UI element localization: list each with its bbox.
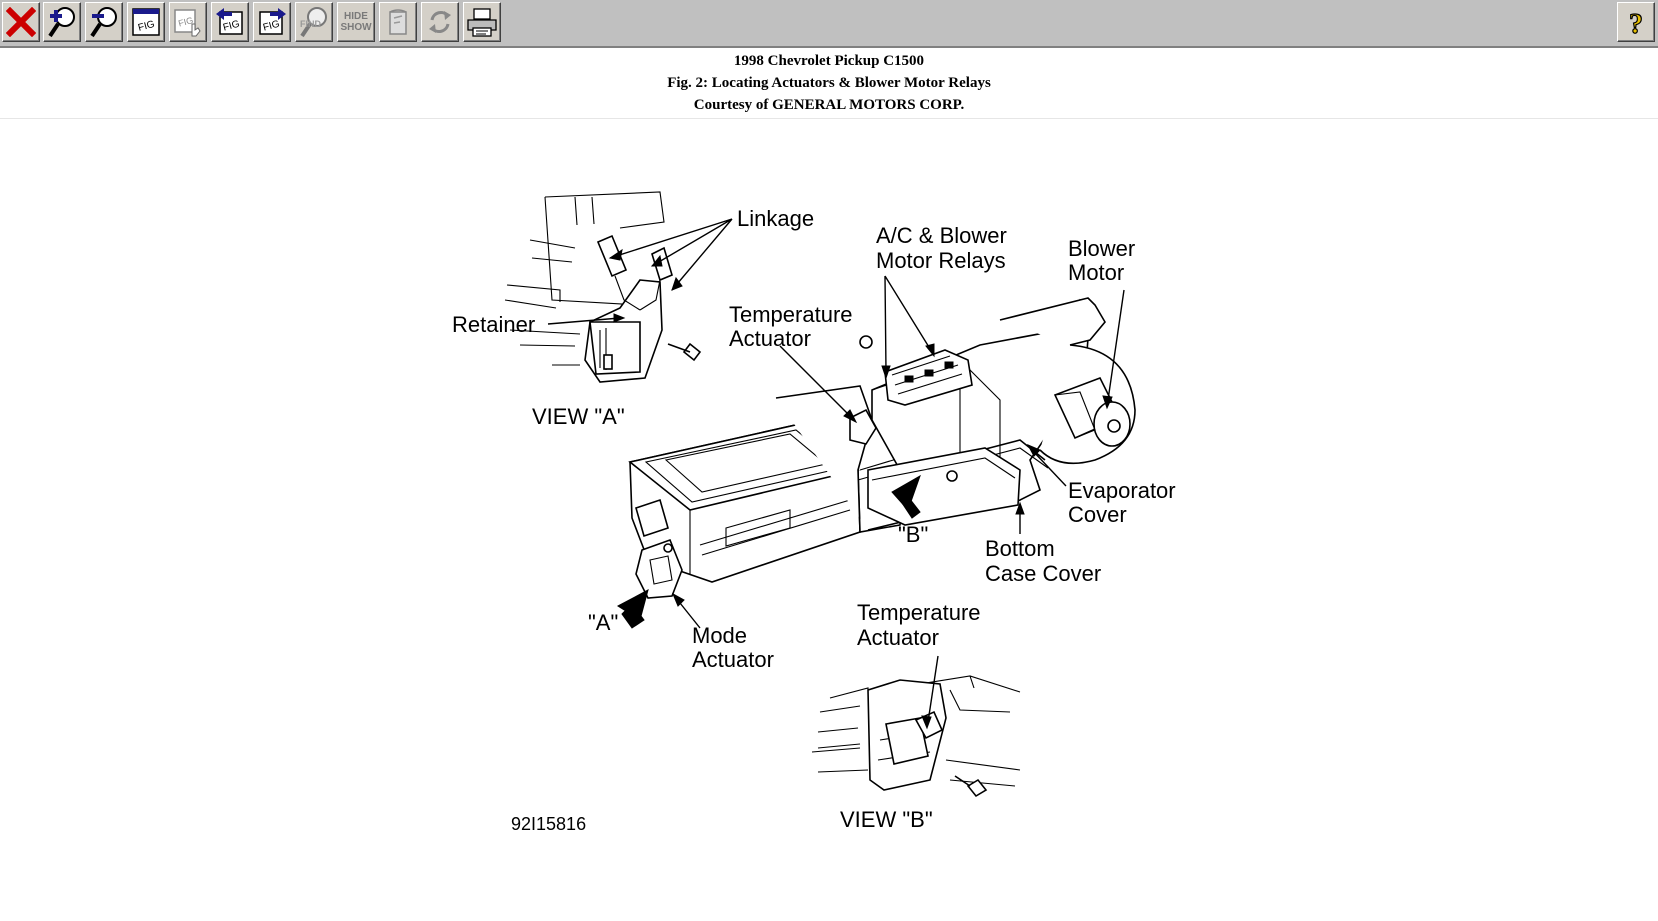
figure-previous-button[interactable]: FIG <box>211 2 249 42</box>
figure-area: Linkage Retainer VIEW "A" <box>0 120 1658 916</box>
print-icon <box>467 8 497 37</box>
hide-show-button[interactable]: HIDE SHOW <box>337 2 375 42</box>
help-icon: ? <box>1628 8 1643 38</box>
figure-code: 92I15816 <box>511 814 586 834</box>
hide-show-icon: HIDE SHOW <box>340 11 372 33</box>
find-icon: FIND <box>300 7 327 38</box>
refresh-icon <box>429 11 451 33</box>
find-button[interactable]: FIND <box>295 2 333 42</box>
svg-text:FIG: FIG <box>262 19 281 34</box>
temperature-actuator-b-label-2: Actuator <box>857 625 939 650</box>
temperature-actuator-label-1: Temperature <box>729 302 853 327</box>
bottom-case-cover-label-1: Bottom <box>985 536 1055 561</box>
vehicle-title: 1998 Chevrolet Pickup C1500 <box>733 53 925 69</box>
help-button[interactable]: ? <box>1617 2 1655 42</box>
hvac-diagram: Linkage Retainer VIEW "A" <box>452 191 1176 834</box>
mode-actuator-label-1: Mode <box>692 623 747 648</box>
svg-text:FIND: FIND <box>300 19 321 29</box>
ac-relays-label-2: Motor Relays <box>876 248 1006 273</box>
svg-text:FIG: FIG <box>137 19 156 34</box>
evaporator-cover-label-1: Evaporator <box>1068 478 1176 503</box>
close-button[interactable] <box>2 2 40 42</box>
bottom-case-cover-label-2: Case Cover <box>985 561 1101 586</box>
toolbar: FIG FIG FIG FIG FIND HIDE SH <box>0 0 1658 48</box>
figure-icon: FIG <box>132 8 160 36</box>
notes-icon <box>389 9 407 35</box>
print-button[interactable] <box>463 2 501 42</box>
courtesy-line: Courtesy of GENERAL MOTORS CORP. <box>693 97 965 113</box>
zoom-out-icon <box>90 7 117 38</box>
figure-button[interactable]: FIG <box>127 2 165 42</box>
notes-button[interactable] <box>379 2 417 42</box>
figure-next-button[interactable]: FIG <box>253 2 291 42</box>
temperature-actuator-label-2: Actuator <box>729 326 811 351</box>
temperature-actuator-b-label-1: Temperature <box>857 600 981 625</box>
evaporator-cover-label-2: Cover <box>1068 502 1127 527</box>
ac-relays-label-1: A/C & Blower <box>876 223 1007 248</box>
view-a-label: VIEW "A" <box>532 404 625 429</box>
refresh-button[interactable] <box>421 2 459 42</box>
svg-text:FIG: FIG <box>177 15 194 29</box>
blower-label-1: Blower <box>1068 236 1135 261</box>
figure-select-button[interactable]: FIG <box>169 2 207 42</box>
zoom-in-icon <box>48 7 75 38</box>
svg-text:?: ? <box>1629 9 1643 38</box>
close-x-icon <box>6 7 36 37</box>
hvac-module-drawing <box>628 297 1136 599</box>
view-b-label: VIEW "B" <box>840 807 933 832</box>
mode-actuator-label-2: Actuator <box>692 647 774 672</box>
linkage-label: Linkage <box>737 206 814 231</box>
blower-label-2: Motor <box>1068 260 1124 285</box>
view-b-arrow-label: "B" <box>898 522 928 547</box>
view-b-drawing <box>811 675 1021 798</box>
figure-title: Fig. 2: Locating Actuators & Blower Moto… <box>667 75 991 91</box>
figure-previous-icon: FIG <box>216 8 243 35</box>
figure-next-icon: FIG <box>259 8 286 35</box>
retainer-label: Retainer <box>452 312 535 337</box>
view-a-arrow-label: "A" <box>588 610 618 635</box>
figure-hand-icon: FIG <box>174 9 201 37</box>
view-a-drawing <box>504 191 702 383</box>
zoom-in-button[interactable] <box>43 2 81 42</box>
figure-header: 1998 Chevrolet Pickup C1500 Fig. 2: Loca… <box>0 50 1658 119</box>
svg-text:FIG: FIG <box>222 19 241 34</box>
zoom-out-button[interactable] <box>85 2 123 42</box>
